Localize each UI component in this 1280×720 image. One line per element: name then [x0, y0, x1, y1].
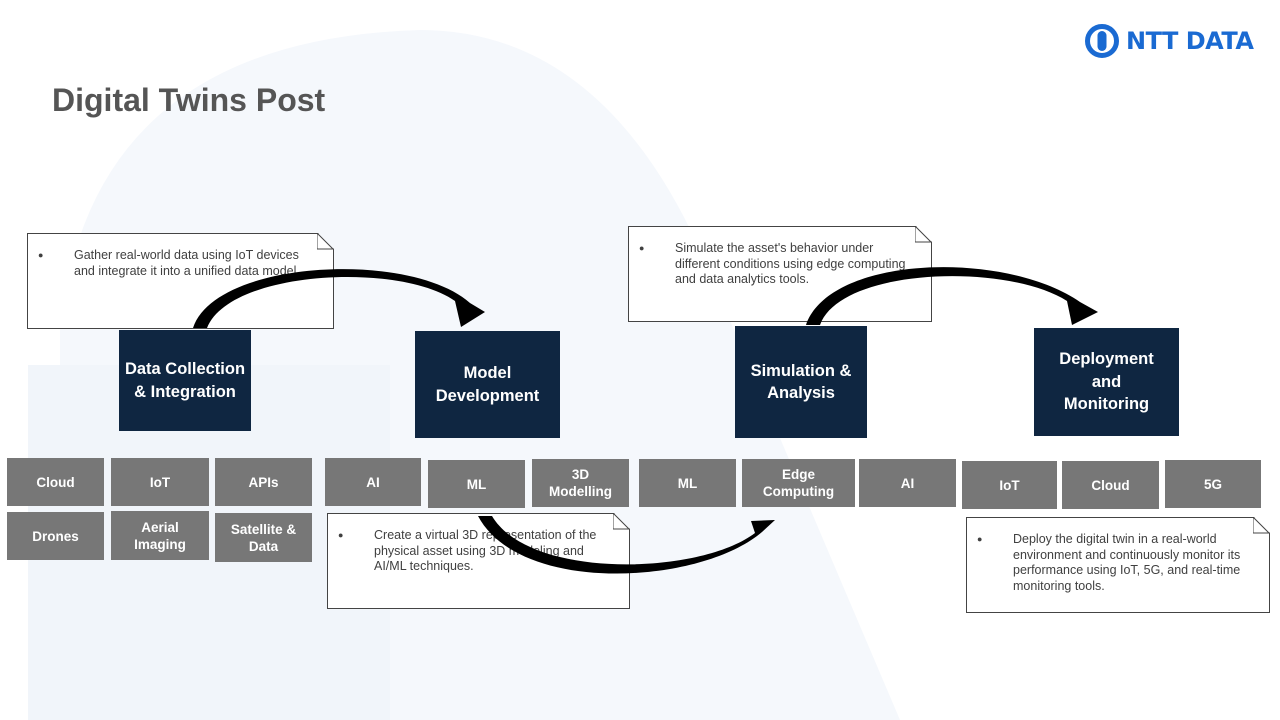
folded-corner-icon	[1253, 517, 1270, 534]
tech-label: Satellite & Data	[230, 521, 297, 554]
tech-label: ML	[677, 475, 698, 491]
tech-label: AI	[366, 474, 380, 490]
note-simulation: ● Simulate the asset's behavior under di…	[628, 226, 932, 322]
tech-box: ML	[639, 459, 736, 507]
stage-label: Data Collection & Integration	[124, 360, 246, 401]
folded-corner-icon	[317, 233, 334, 250]
note-text: Simulate the asset's behavior under diff…	[675, 241, 906, 286]
note-deployment: ● Deploy the digital twin in a real-worl…	[966, 517, 1270, 613]
note-model-development: ● Create a virtual 3D representation of …	[327, 513, 630, 609]
logo-text: NTT DATA	[1126, 27, 1254, 55]
tech-label: Drones	[32, 528, 79, 544]
tech-box: APIs	[215, 458, 312, 506]
note-text: Deploy the digital twin in a real-world …	[1013, 532, 1241, 593]
ntt-data-logo-icon	[1085, 24, 1119, 58]
stage-deployment-monitoring: Deployment and Monitoring	[1034, 328, 1179, 436]
tech-label: IoT	[149, 474, 171, 490]
page-title: Digital Twins Post	[52, 82, 326, 118]
note-data-collection: ● Gather real-world data using IoT devic…	[27, 233, 334, 329]
tech-box: AI	[325, 458, 421, 506]
tech-label: IoT	[999, 477, 1020, 493]
tech-box: ML	[428, 460, 525, 508]
tech-label: Aerial Imaging	[134, 519, 186, 552]
tech-box: Cloud	[7, 458, 104, 506]
folded-corner-icon	[613, 513, 630, 530]
folded-corner-icon	[915, 226, 932, 243]
ntt-data-logo: NTT DATA	[1084, 23, 1254, 59]
tech-label: ML	[466, 476, 487, 492]
bullet-icon: ●	[38, 250, 44, 260]
tech-box: IoT	[962, 461, 1057, 509]
tech-box: Aerial Imaging	[111, 511, 209, 560]
tech-box: Edge Computing	[742, 459, 855, 507]
note-text: Create a virtual 3D representation of th…	[374, 528, 597, 573]
tech-label: AI	[900, 475, 915, 491]
tech-box: Drones	[7, 512, 104, 560]
tech-box: 5G	[1165, 460, 1261, 508]
stage-simulation-analysis: Simulation & Analysis	[735, 326, 867, 438]
tech-box: AI	[859, 459, 956, 507]
bullet-icon: ●	[338, 530, 344, 540]
tech-label: Edge Computing	[762, 467, 835, 499]
stage-label: Model Development	[435, 364, 540, 405]
tech-box: Cloud	[1062, 461, 1159, 509]
tech-box: IoT	[111, 458, 209, 506]
stage-label: Deployment and Monitoring	[1059, 350, 1154, 414]
tech-box: Satellite & Data	[215, 513, 312, 562]
tech-box: 3D Modelling	[532, 459, 629, 507]
tech-label: 5G	[1203, 476, 1222, 492]
tech-label: Cloud	[36, 474, 75, 490]
tech-label: APIs	[248, 474, 279, 490]
stage-label: Simulation & Analysis	[750, 361, 852, 403]
stage-model-development: Model Development	[415, 331, 560, 438]
bullet-icon: ●	[977, 534, 983, 544]
bullet-icon: ●	[639, 243, 645, 253]
tech-label: 3D Modelling	[549, 467, 612, 499]
note-text: Gather real-world data using IoT devices…	[74, 248, 300, 278]
stage-data-collection: Data Collection & Integration	[119, 330, 251, 431]
tech-label: Cloud	[1091, 477, 1130, 493]
